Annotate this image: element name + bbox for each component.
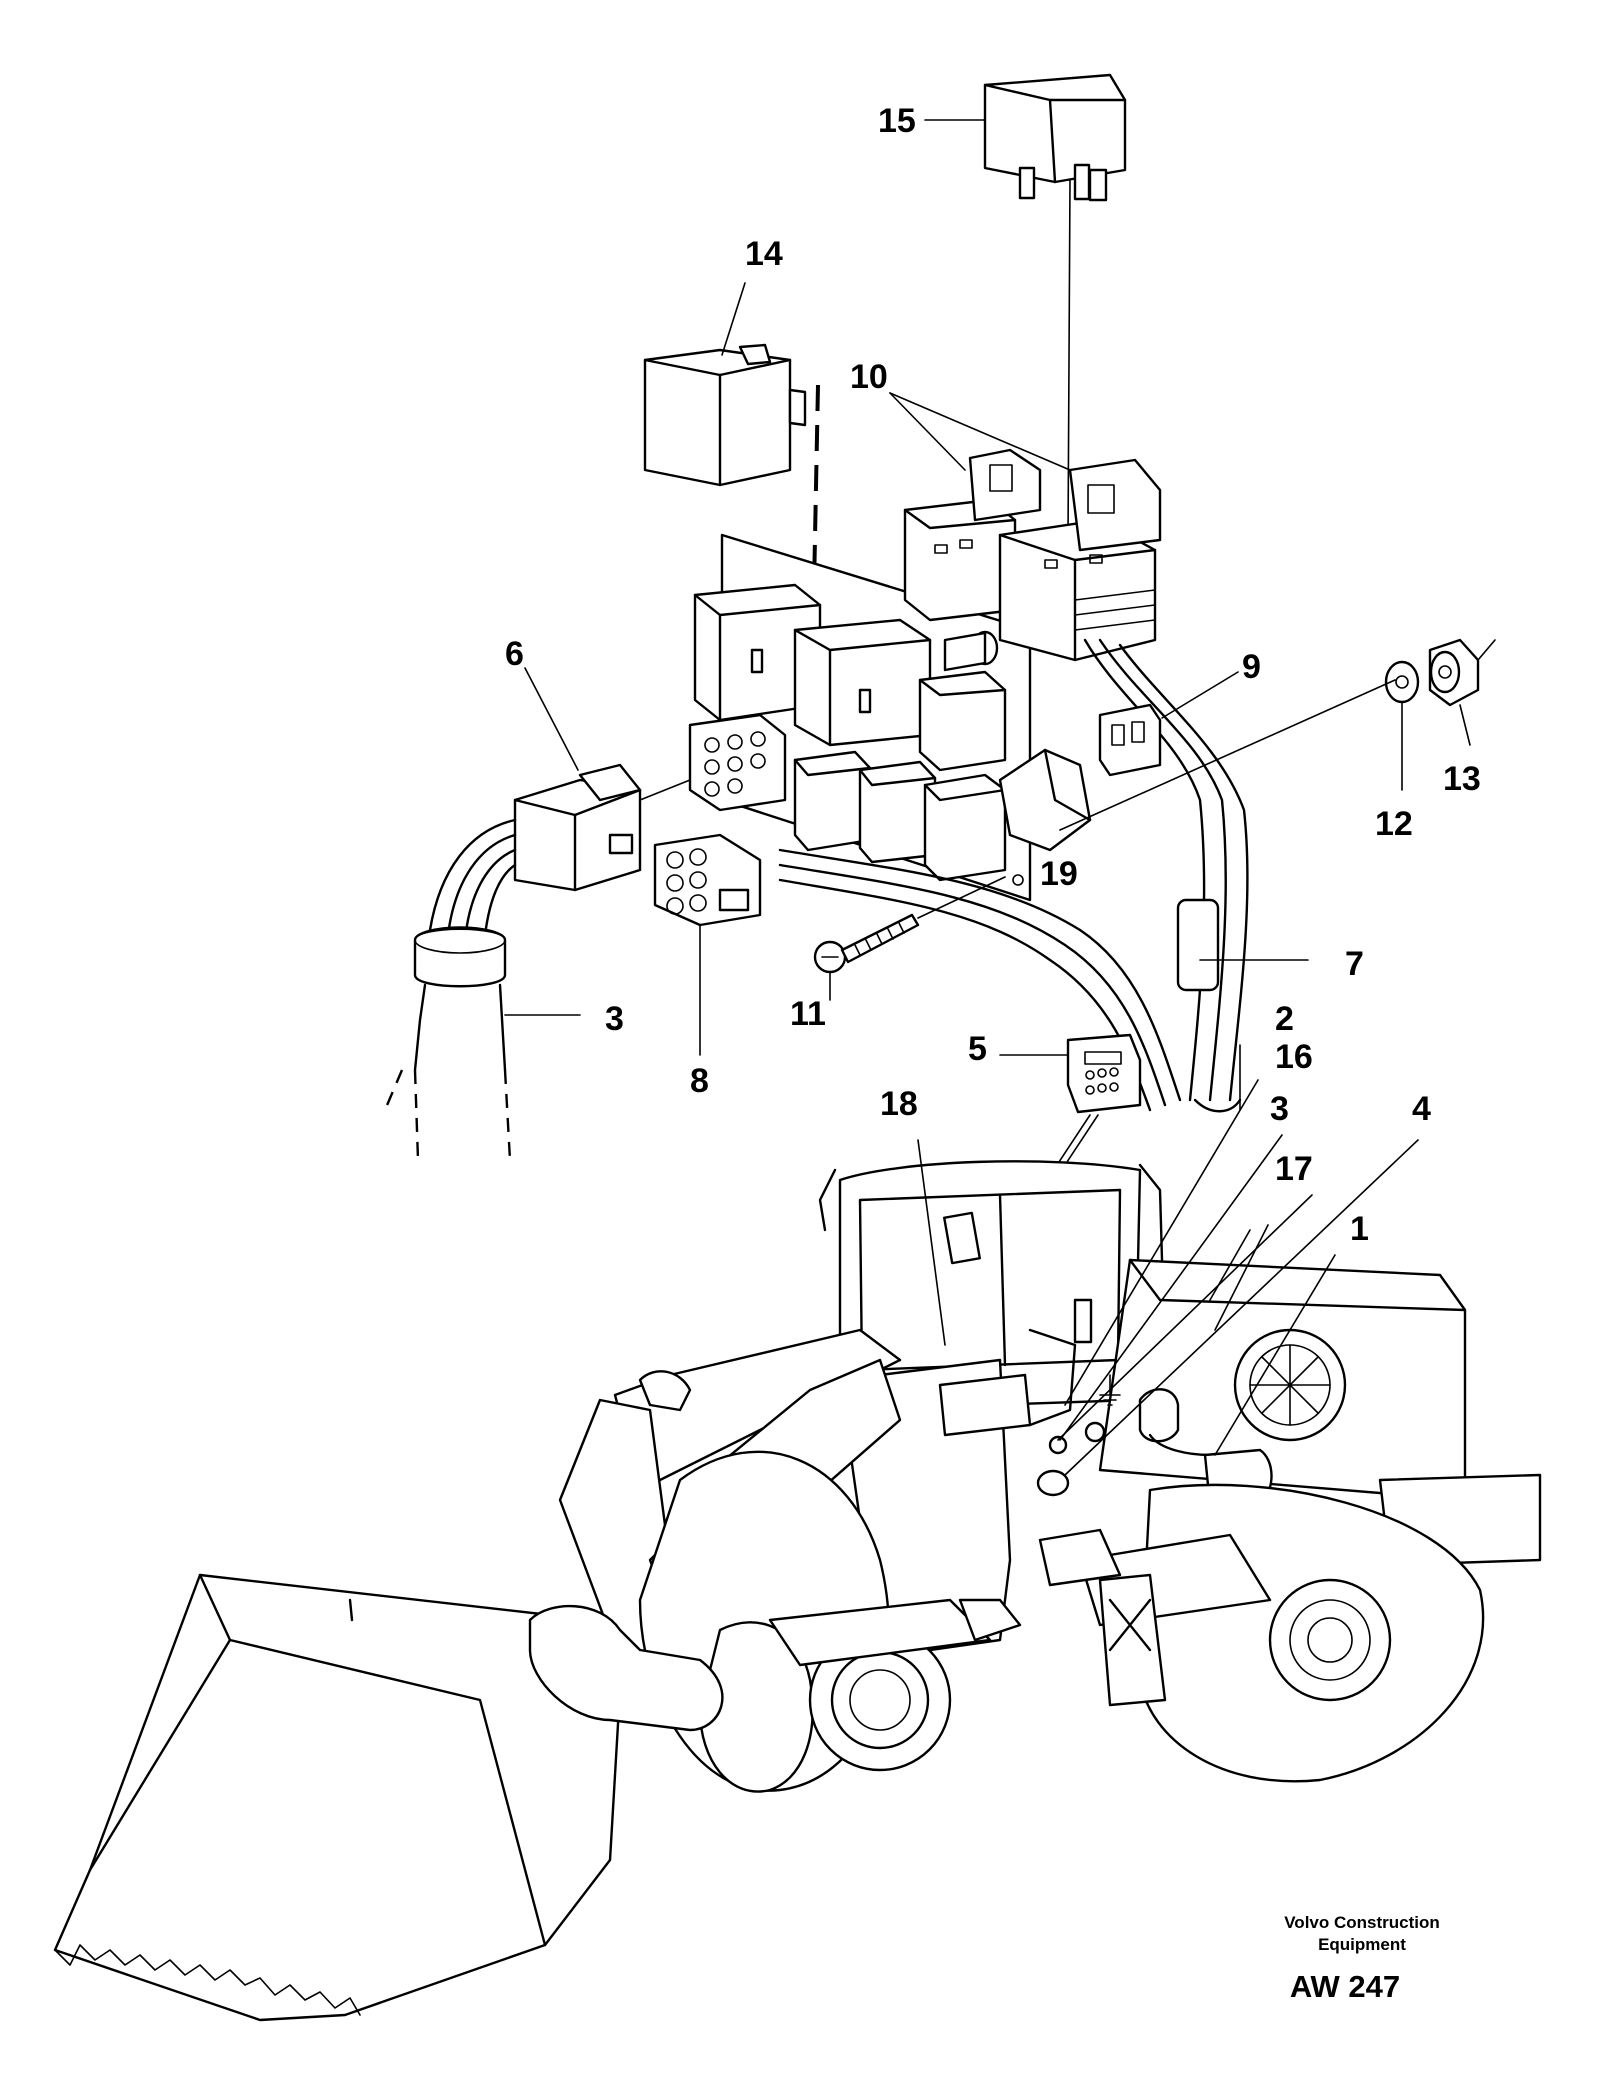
callout-5: 5: [968, 1030, 987, 1068]
callout-15: 15: [878, 102, 916, 140]
drawing-code: AW 247: [1290, 1969, 1400, 2004]
relay-board: [688, 533, 1092, 902]
callout-3-loader: 3: [1270, 1090, 1289, 1128]
footer-block: Volvo Construction Equipment AW 247: [1284, 1913, 1440, 2004]
callout-4: 4: [1412, 1090, 1431, 1128]
callout-11: 11: [790, 995, 826, 1033]
connector-6: [383, 763, 691, 1161]
relay-holders-10: [903, 448, 1162, 662]
brand-line-1: Volvo Construction: [1284, 1913, 1440, 1932]
washer-12-nut-13: [1059, 638, 1496, 831]
callout-6: 6: [505, 635, 524, 673]
callout-17: 17: [1275, 1150, 1313, 1188]
callout-8: 8: [690, 1062, 709, 1100]
cable-harness: [778, 638, 1309, 1113]
callout-2: 2: [1275, 1000, 1294, 1038]
callout-12: 12: [1375, 805, 1413, 843]
callout-14: 14: [745, 235, 783, 273]
leader-lines: [524, 119, 1071, 771]
screw-11: [813, 876, 1006, 1001]
callout-16: 16: [1275, 1038, 1313, 1076]
connector-9: [1098, 671, 1239, 777]
relay-14: [643, 343, 820, 691]
callout-9: 9: [1242, 648, 1261, 686]
connector-8: [653, 833, 762, 1056]
callout-19: 19: [1040, 855, 1078, 893]
brand-line-2: Equipment: [1318, 1935, 1406, 1954]
callout-10: 10: [850, 358, 888, 396]
callout-1: 1: [1350, 1210, 1369, 1248]
callout-labels: 15 14 10 6 9 12 13 19 7 3 8 11 5 2 16 18…: [505, 102, 1481, 1248]
wheel-loader: [53, 1044, 1542, 2022]
callout-7: 7: [1345, 945, 1364, 983]
callout-18: 18: [880, 1085, 918, 1123]
relay-15: [983, 73, 1127, 541]
callout-3: 3: [605, 1000, 624, 1038]
callout-13: 13: [1443, 760, 1481, 798]
